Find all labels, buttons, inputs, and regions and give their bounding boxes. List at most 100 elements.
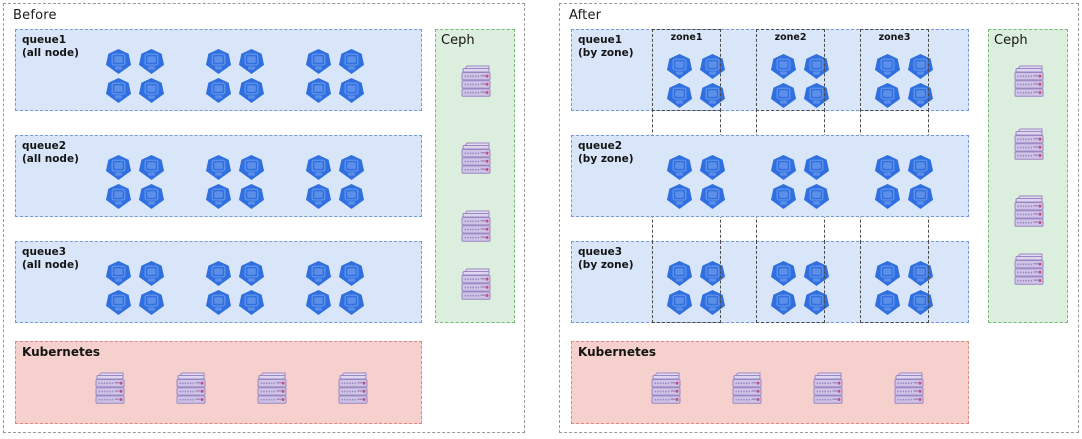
- kubernetes-pod-icon: [770, 289, 797, 316]
- after-ceph-server-3: [1012, 193, 1046, 229]
- before-queue1-label: queue1 (all node): [22, 34, 79, 60]
- after-k8s-server-4: [892, 370, 926, 406]
- kubernetes-pod-icon: [138, 154, 165, 181]
- after-queue3-scope: (by zone): [578, 259, 634, 271]
- kubernetes-pod-icon: [803, 53, 830, 80]
- before-k8s-server-4: [336, 370, 370, 406]
- after-kubernetes-label: Kubernetes: [578, 345, 656, 359]
- kubernetes-pod-icon: [305, 289, 332, 316]
- after-queue1-zone2-podgroup: [770, 53, 834, 109]
- after-queue2-zone3-podgroup: [874, 154, 938, 210]
- kubernetes-pod-icon: [105, 183, 132, 210]
- after-queue3-name: queue3: [578, 246, 623, 258]
- kubernetes-pod-icon: [770, 53, 797, 80]
- kubernetes-pod-icon: [874, 154, 901, 181]
- after-ceph-label: Ceph: [994, 33, 1028, 48]
- kubernetes-pod-icon: [305, 183, 332, 210]
- kubernetes-pod-icon: [874, 260, 901, 287]
- panel-before: Before queue1 (all node) queue2 (all nod…: [3, 3, 525, 433]
- kubernetes-pod-icon: [803, 154, 830, 181]
- kubernetes-pod-icon: [666, 183, 693, 210]
- after-queue3-zone3-podgroup: [874, 260, 938, 316]
- before-queue2-name: queue2: [22, 140, 67, 152]
- kubernetes-pod-icon: [338, 289, 365, 316]
- kubernetes-pod-icon: [205, 77, 232, 104]
- after-kubernetes-box[interactable]: Kubernetes: [571, 341, 969, 424]
- before-k8s-server-1: [93, 370, 127, 406]
- kubernetes-pod-icon: [770, 154, 797, 181]
- after-queue3-box[interactable]: queue3 (by zone): [571, 241, 969, 323]
- kubernetes-pod-icon: [770, 260, 797, 287]
- kubernetes-pod-icon: [138, 183, 165, 210]
- after-queue2-zone1-podgroup: [666, 154, 730, 210]
- kubernetes-pod-icon: [305, 77, 332, 104]
- before-queue2-podgroup-1: [105, 154, 169, 210]
- after-queue2-name: queue2: [578, 140, 623, 152]
- kubernetes-pod-icon: [770, 82, 797, 109]
- kubernetes-pod-icon: [874, 82, 901, 109]
- kubernetes-pod-icon: [803, 289, 830, 316]
- after-queue3-zone2-podgroup: [770, 260, 834, 316]
- after-ceph-server-1: [1012, 63, 1046, 99]
- kubernetes-pod-icon: [238, 77, 265, 104]
- before-queue3-podgroup-1: [105, 260, 169, 316]
- before-ceph-server-4: [459, 266, 493, 302]
- kubernetes-pod-icon: [666, 154, 693, 181]
- before-kubernetes-label: Kubernetes: [22, 345, 100, 359]
- kubernetes-pod-icon: [338, 183, 365, 210]
- before-k8s-server-2: [174, 370, 208, 406]
- after-ceph-box[interactable]: Ceph: [988, 29, 1068, 323]
- before-queue1-box[interactable]: queue1 (all node): [15, 29, 422, 111]
- before-queue2-podgroup-3: [305, 154, 369, 210]
- before-queue1-name: queue1: [22, 34, 67, 46]
- before-queue3-box[interactable]: queue3 (all node): [15, 241, 422, 323]
- before-ceph-server-1: [459, 63, 493, 99]
- before-kubernetes-box[interactable]: Kubernetes: [15, 341, 422, 424]
- kubernetes-pod-icon: [205, 183, 232, 210]
- kubernetes-pod-icon: [699, 154, 726, 181]
- after-queue1-zone1-podgroup: [666, 53, 730, 109]
- before-queue3-name: queue3: [22, 246, 67, 258]
- kubernetes-pod-icon: [238, 289, 265, 316]
- after-queue2-box[interactable]: queue2 (by zone): [571, 135, 969, 217]
- before-queue2-box[interactable]: queue2 (all node): [15, 135, 422, 217]
- kubernetes-pod-icon: [238, 154, 265, 181]
- kubernetes-pod-icon: [238, 260, 265, 287]
- before-ceph-server-3: [459, 208, 493, 244]
- kubernetes-pod-icon: [666, 260, 693, 287]
- kubernetes-pod-icon: [699, 289, 726, 316]
- kubernetes-pod-icon: [907, 289, 934, 316]
- before-queue2-label: queue2 (all node): [22, 140, 79, 166]
- before-queue2-scope: (all node): [22, 153, 79, 165]
- kubernetes-pod-icon: [305, 48, 332, 75]
- kubernetes-pod-icon: [338, 77, 365, 104]
- kubernetes-pod-icon: [874, 289, 901, 316]
- before-queue1-podgroup-1: [105, 48, 169, 104]
- before-ceph-box[interactable]: Ceph: [435, 29, 515, 323]
- kubernetes-pod-icon: [238, 183, 265, 210]
- kubernetes-pod-icon: [338, 260, 365, 287]
- kubernetes-pod-icon: [666, 53, 693, 80]
- after-ceph-server-2: [1012, 126, 1046, 162]
- kubernetes-pod-icon: [770, 183, 797, 210]
- after-queue2-zone2-podgroup: [770, 154, 834, 210]
- after-k8s-server-2: [730, 370, 764, 406]
- before-k8s-server-3: [255, 370, 289, 406]
- kubernetes-pod-icon: [305, 260, 332, 287]
- after-queue1-zone3-podgroup: [874, 53, 938, 109]
- kubernetes-pod-icon: [699, 82, 726, 109]
- kubernetes-pod-icon: [238, 48, 265, 75]
- kubernetes-pod-icon: [205, 289, 232, 316]
- kubernetes-pod-icon: [907, 53, 934, 80]
- kubernetes-pod-icon: [699, 260, 726, 287]
- kubernetes-pod-icon: [699, 53, 726, 80]
- kubernetes-pod-icon: [666, 289, 693, 316]
- panel-after-title: After: [569, 8, 602, 23]
- kubernetes-pod-icon: [666, 82, 693, 109]
- after-queue2-label: queue2 (by zone): [578, 140, 634, 166]
- after-queue1-box[interactable]: queue1 (by zone): [571, 29, 969, 111]
- after-queue1-name: queue1: [578, 34, 623, 46]
- kubernetes-pod-icon: [907, 260, 934, 287]
- kubernetes-pod-icon: [205, 48, 232, 75]
